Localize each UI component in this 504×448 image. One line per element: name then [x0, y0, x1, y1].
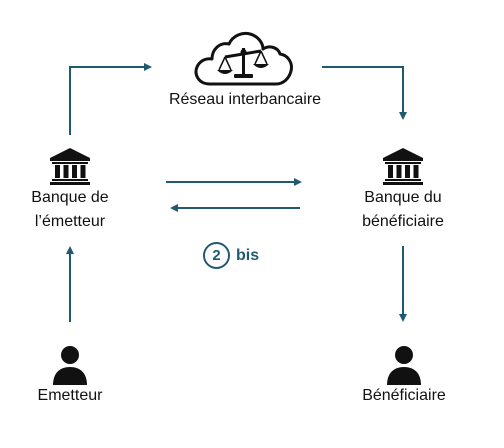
beneficiary-bank-label-line1: Banque du [364, 189, 442, 206]
network-label-line1: Réseau interbancaire [168, 91, 322, 108]
bank-icon [383, 148, 423, 185]
step-number: 2 [203, 242, 230, 269]
beneficiary-bank-label-line2: bénéficiaire [362, 213, 444, 230]
beneficiary-label-line1: Bénéficiaire [362, 387, 446, 404]
sender-bank-label: Banque de l’émetteur [10, 186, 130, 234]
step-suffix: bis [236, 246, 260, 264]
sender-bank-label-line1: Banque de [31, 189, 109, 206]
bank-icon [50, 148, 90, 185]
sender-label: Emetteur [10, 384, 130, 408]
cloud-scale-icon [194, 31, 293, 86]
step-badge: 2 bis [203, 242, 259, 269]
person-icon [53, 346, 87, 385]
person-icon [387, 346, 421, 385]
network-label: Réseau interbancaire [140, 88, 350, 112]
arrow-network-to-beneficiary-bank [322, 66, 407, 120]
beneficiary-label: Bénéficiaire [344, 384, 464, 408]
sender-bank-label-line2: l’émetteur [34, 213, 106, 230]
beneficiary-bank-label: Banque du bénéficiaire [343, 186, 463, 234]
sender-label-line1: Emetteur [37, 387, 103, 404]
arrow-sender-bank-to-network [69, 63, 152, 135]
